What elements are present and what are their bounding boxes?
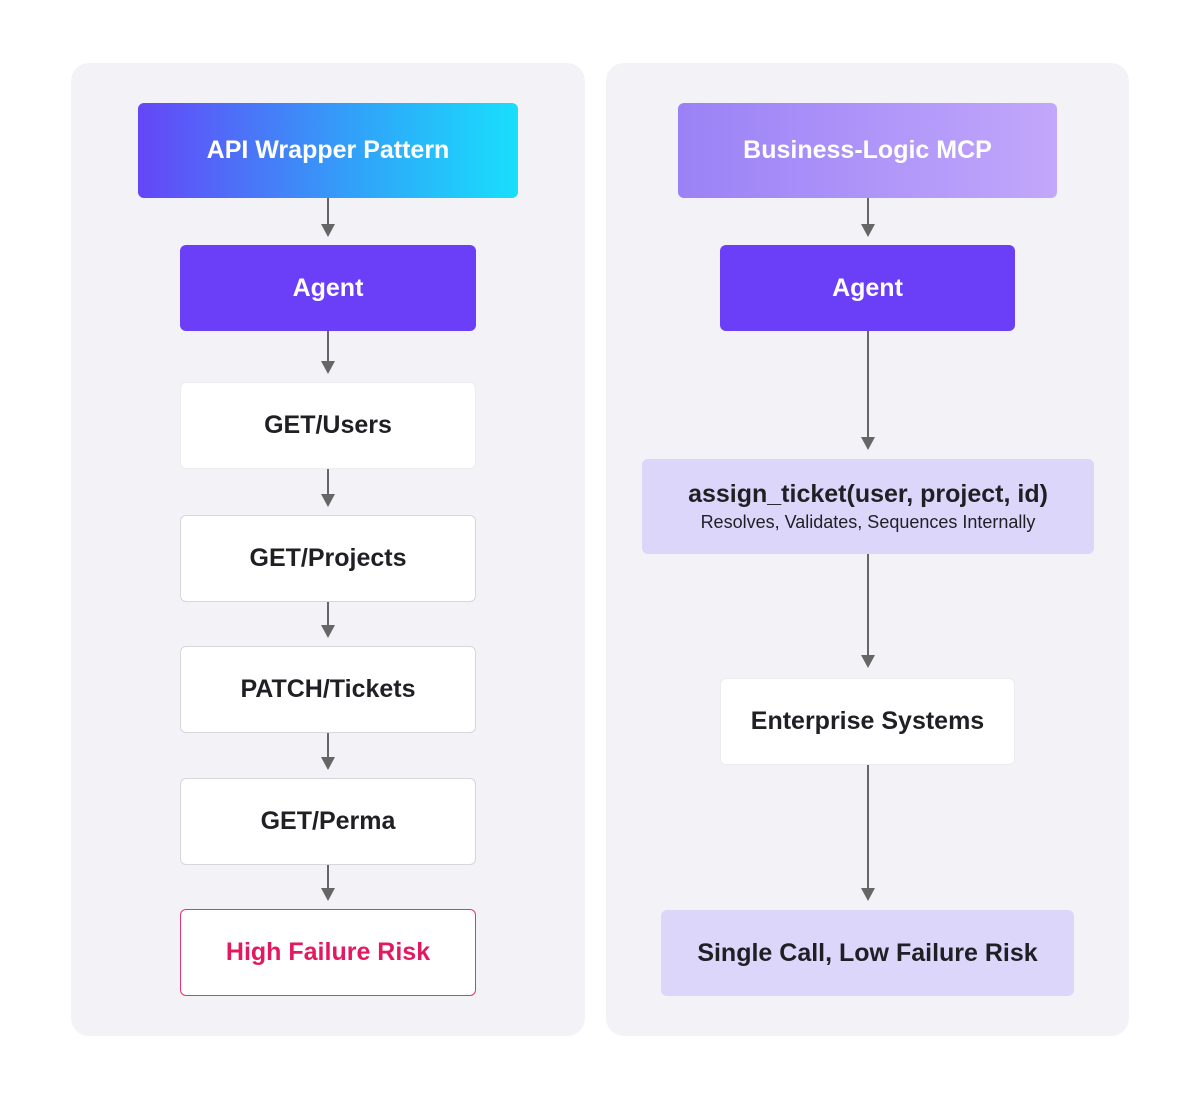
get-perma-step: GET/Perma	[180, 778, 476, 865]
arrow-header-to-agent-right	[861, 198, 875, 237]
left-agent-box: Agent	[180, 245, 476, 331]
patch-tickets-step: PATCH/Tickets	[180, 646, 476, 733]
arrow-agent-to-assign-ticket	[861, 331, 875, 450]
arrow-get-projects-to-patch-tickets	[321, 602, 335, 638]
business-logic-mcp-header: Business-Logic MCP	[678, 103, 1057, 198]
get-users-step: GET/Users	[180, 382, 476, 469]
arrow-header-to-agent-left	[321, 198, 335, 237]
single-call-outcome-box: Single Call, Low Failure Risk	[661, 910, 1074, 996]
assign-ticket-call: assign_ticket(user, project, id)	[688, 479, 1048, 508]
enterprise-systems-box: Enterprise Systems	[720, 678, 1015, 765]
arrow-assign-ticket-to-enterprise	[861, 554, 875, 668]
right-agent-box: Agent	[720, 245, 1015, 331]
arrow-get-users-to-get-projects	[321, 469, 335, 507]
high-failure-risk-box: High Failure Risk	[180, 909, 476, 996]
arrow-get-perma-to-risk	[321, 865, 335, 901]
assign-ticket-tool-box: assign_ticket(user, project, id) Resolve…	[642, 459, 1094, 554]
arrow-enterprise-to-outcome	[861, 765, 875, 901]
arrow-patch-tickets-to-get-perma	[321, 733, 335, 770]
arrow-agent-to-get-users	[321, 331, 335, 374]
api-wrapper-header: API Wrapper Pattern	[138, 103, 518, 198]
assign-ticket-note: Resolves, Validates, Sequences Internall…	[700, 511, 1036, 532]
get-projects-step: GET/Projects	[180, 515, 476, 602]
